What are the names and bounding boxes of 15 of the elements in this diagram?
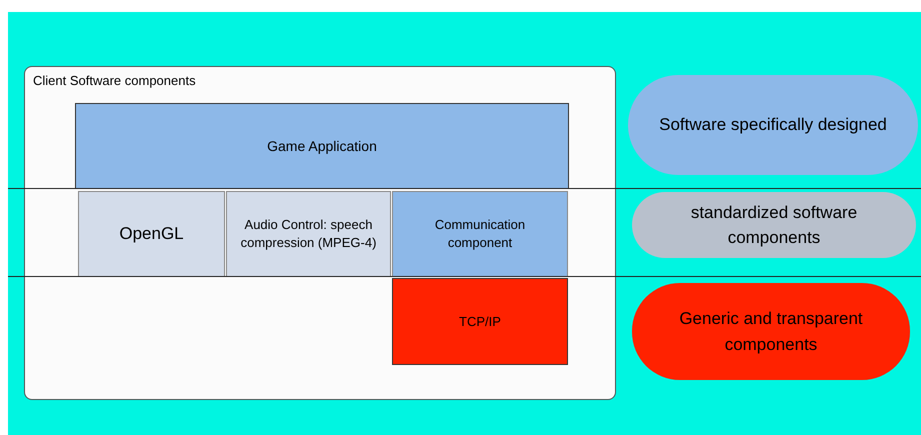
layer-box: [392, 191, 568, 277]
node-label: Generic and transparent components: [678, 308, 864, 356]
node-label: Game Application: [267, 136, 377, 156]
layer-box: [75, 103, 569, 189]
node-label: Software specifically designed: [659, 114, 887, 136]
layer-box: [226, 191, 391, 277]
layer-box: [78, 191, 225, 277]
layer-box: [392, 278, 568, 365]
node-label: standardized software components: [690, 202, 858, 249]
node-label: Client Software components: [33, 72, 196, 90]
node-label: Audio Control: speech compression (MPEG-4): [240, 216, 378, 252]
node-label: OpenGL: [119, 223, 184, 246]
node-label: Communication component: [434, 216, 526, 252]
node-label: TCP/IP: [459, 312, 501, 331]
container-box: [24, 66, 616, 400]
